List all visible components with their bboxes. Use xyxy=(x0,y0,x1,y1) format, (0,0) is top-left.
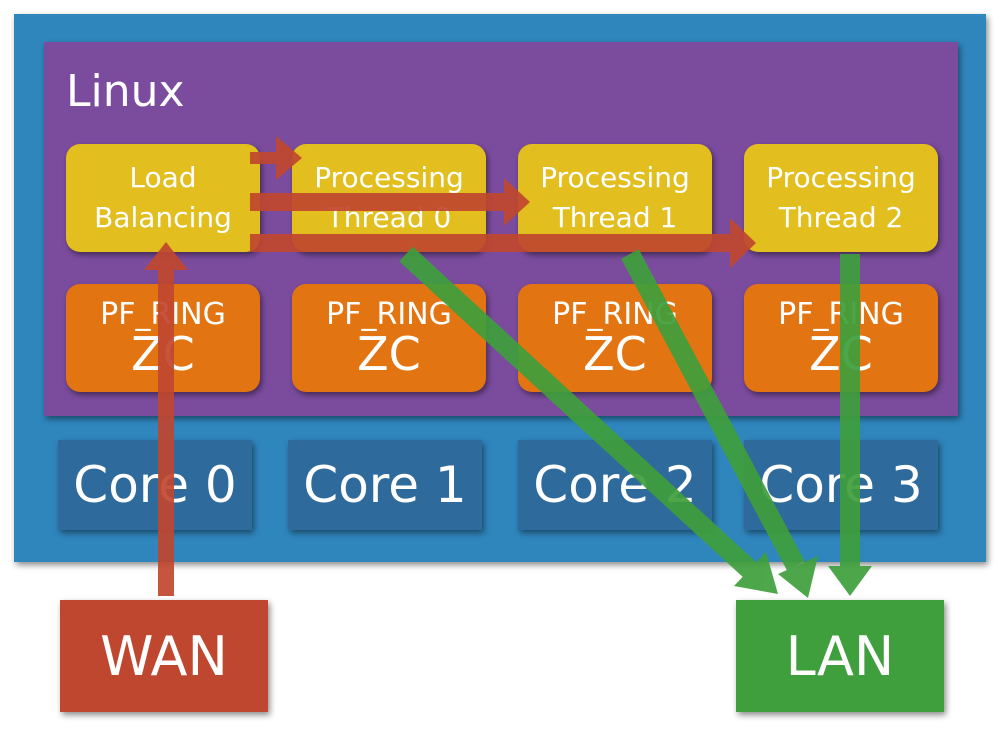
load-balancing-line2: Balancing xyxy=(94,201,232,234)
pfring-zc-box-0: PF_RING ZC xyxy=(66,284,260,392)
lan-box: LAN xyxy=(736,600,944,712)
core-1-box: Core 1 xyxy=(288,440,482,530)
thread-1-line2: Thread 1 xyxy=(552,201,678,234)
thread-2-line2: Thread 2 xyxy=(778,201,904,234)
pfring-3-line2: ZC xyxy=(809,327,873,381)
processing-thread-1-box: Processing Thread 1 xyxy=(518,144,712,252)
pfring-1-line2: ZC xyxy=(357,327,421,381)
wan-box: WAN xyxy=(60,600,268,712)
pfring-zc-box-2: PF_RING ZC xyxy=(518,284,712,392)
thread-0-line1: Processing xyxy=(314,161,464,194)
load-balancing-box: Load Balancing xyxy=(66,144,260,252)
pfring-zc-box-1: PF_RING ZC xyxy=(292,284,486,392)
core-2-box: Core 2 xyxy=(518,440,712,530)
linux-label: Linux xyxy=(66,66,185,117)
pfring-0-line2: ZC xyxy=(131,327,195,381)
pfring-2-line2: ZC xyxy=(583,327,647,381)
pfring-zc-box-3: PF_RING ZC xyxy=(744,284,938,392)
load-balancing-line1: Load xyxy=(129,161,197,194)
core-3-box: Core 3 xyxy=(744,440,938,530)
thread-2-line1: Processing xyxy=(766,161,916,194)
processing-thread-2-box: Processing Thread 2 xyxy=(744,144,938,252)
thread-0-line2: Thread 0 xyxy=(326,201,452,234)
thread-1-line1: Processing xyxy=(540,161,690,194)
processing-thread-0-box: Processing Thread 0 xyxy=(292,144,486,252)
core-0-box: Core 0 xyxy=(58,440,252,530)
